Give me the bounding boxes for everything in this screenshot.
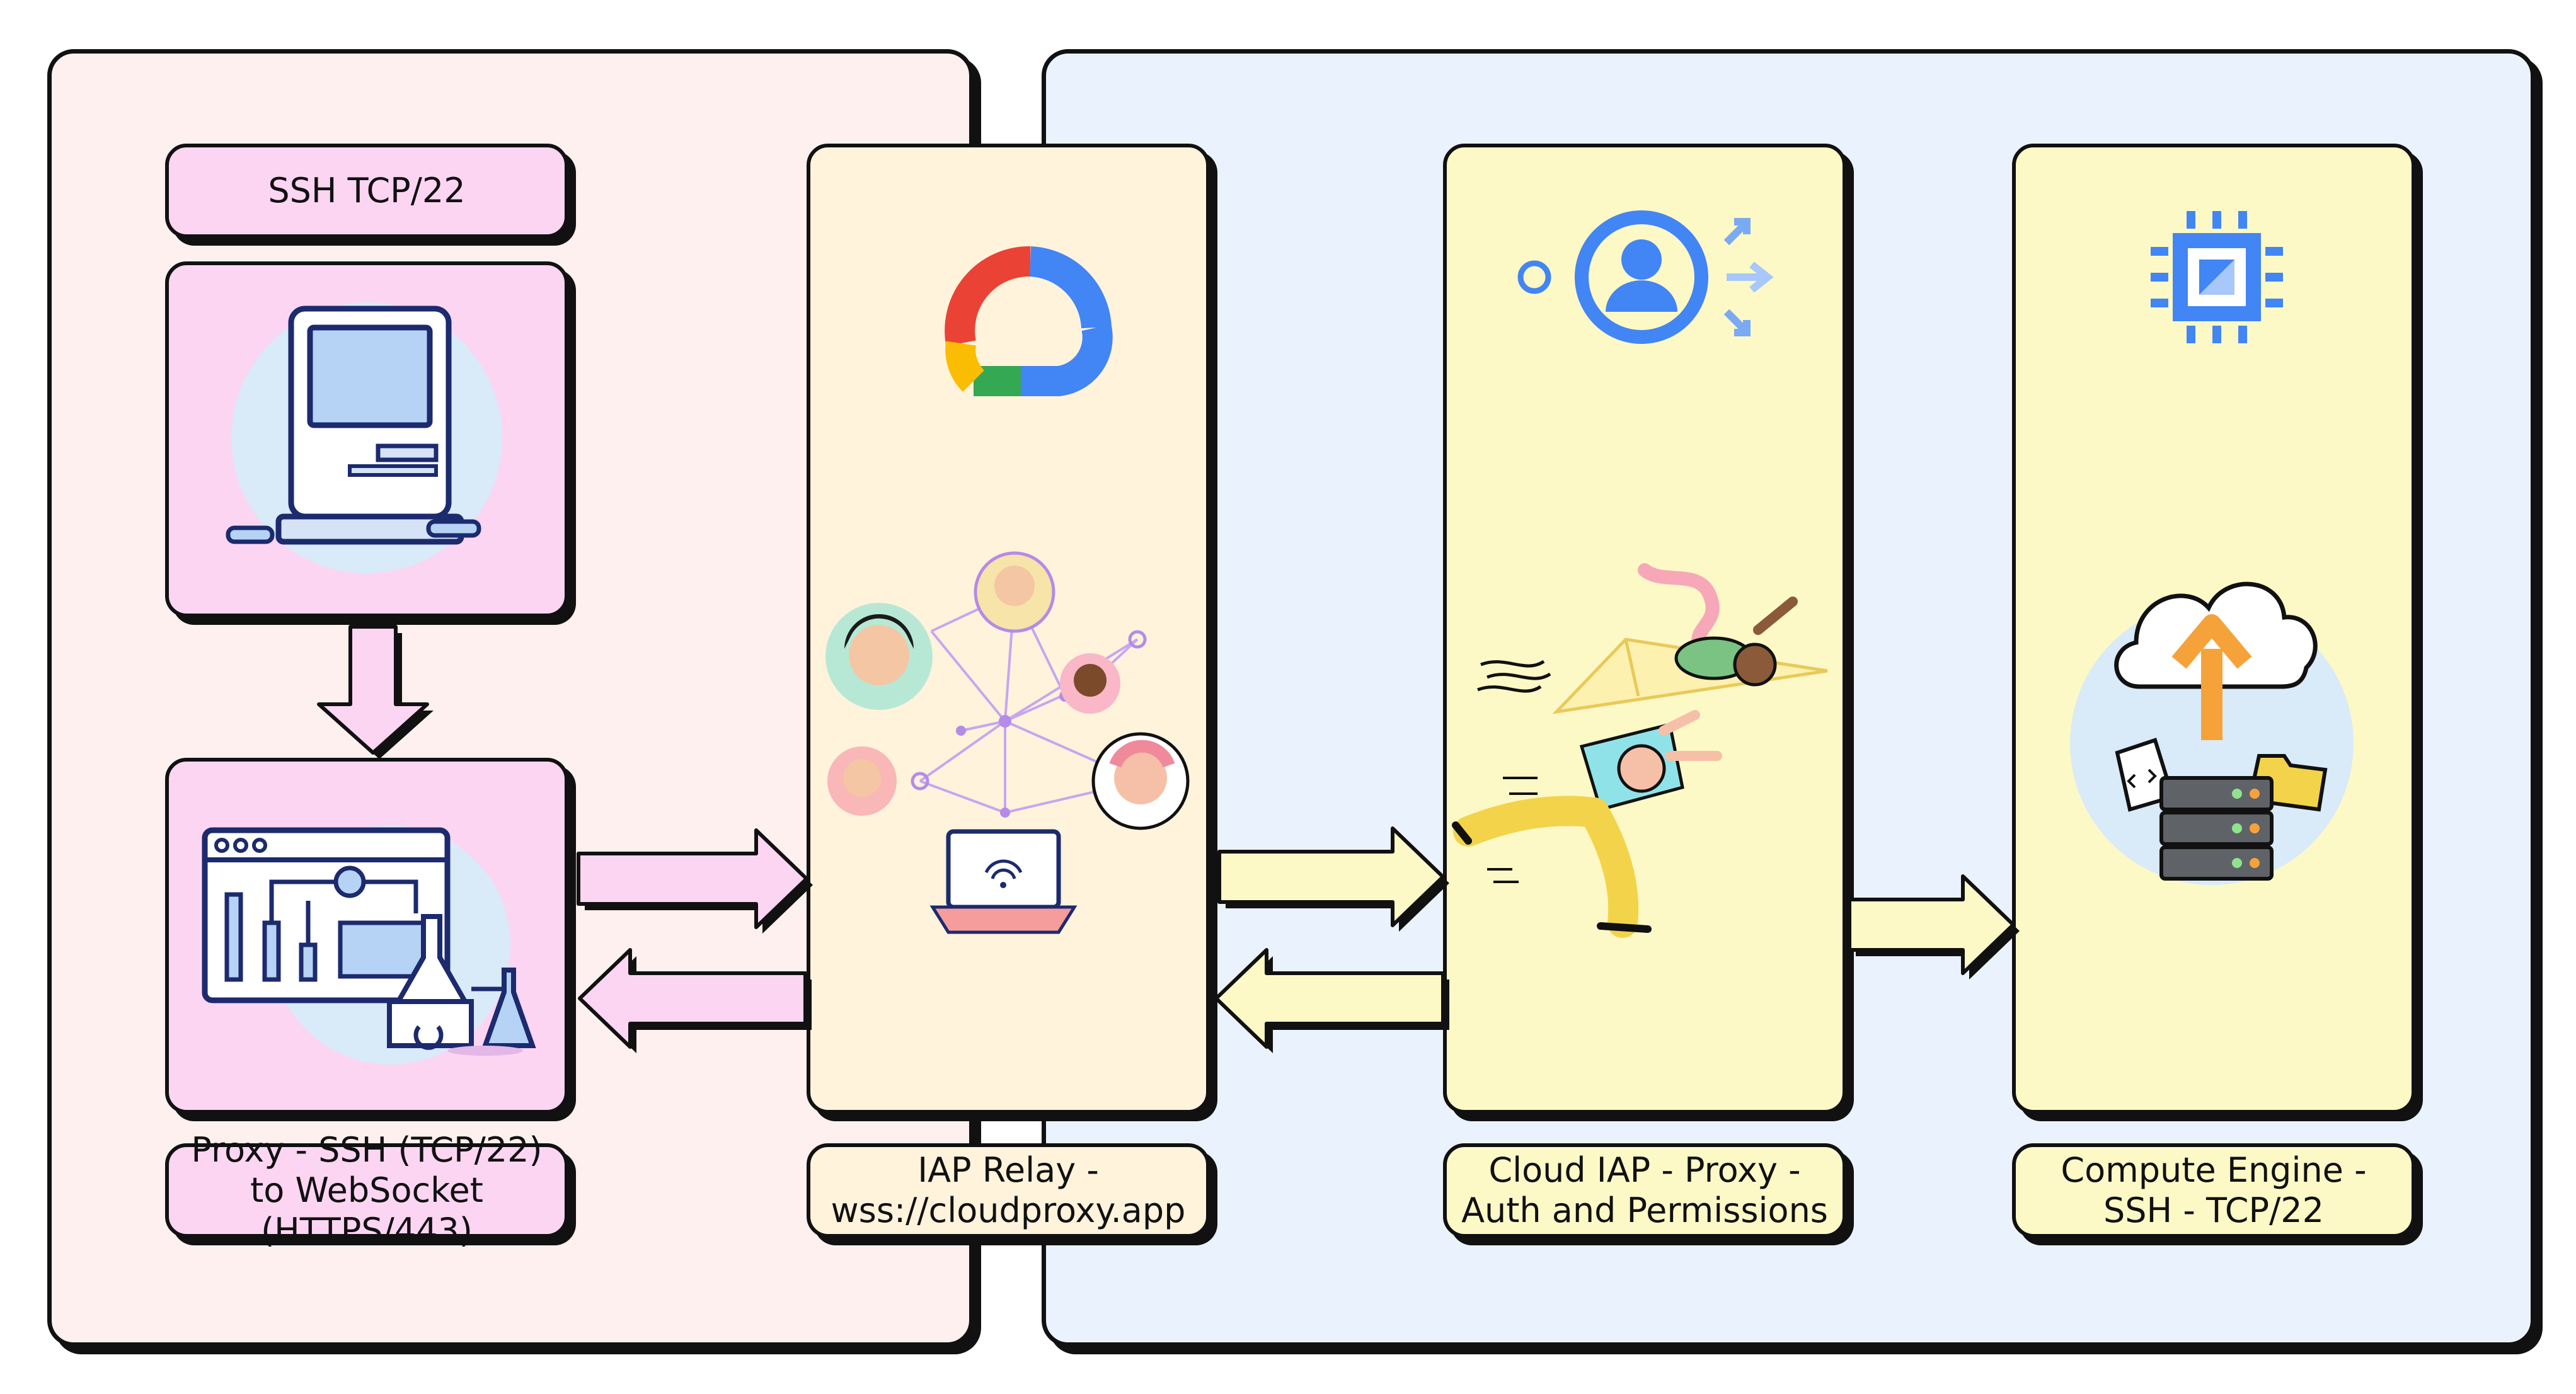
vintage-computer-icon [226,302,502,573]
arrow-relay-to-proxy [578,948,812,1053]
ssh-tcp-label: SSH TCP/22 [165,144,568,238]
google-cloud-logo-icon [945,246,1113,396]
paper-plane-runner-icon [1452,563,1828,938]
iap-user-icon [1517,210,1774,344]
cloud-iap-label: Cloud IAP - Proxy - Auth and Permissions [1443,1143,1846,1238]
browser-lab-icon [202,825,536,1065]
iap-relay-label: IAP Relay - wss://cloudproxy.app [807,1143,1210,1238]
arrow-relay-to-iap [1217,826,1449,932]
people-network-laptop-icon [825,551,1190,934]
compute-chip-icon [2151,211,2283,343]
arrow-proxy-to-relay [577,828,813,934]
compute-engine-label: Compute Engine - SSH - TCP/22 [2012,1143,2415,1238]
arrow-iap-to-relay [1214,948,1449,1053]
down-arrow [317,625,434,759]
cloud-upload-server-icon [2070,581,2354,885]
arrow-iap-to-compute [1848,874,2020,980]
